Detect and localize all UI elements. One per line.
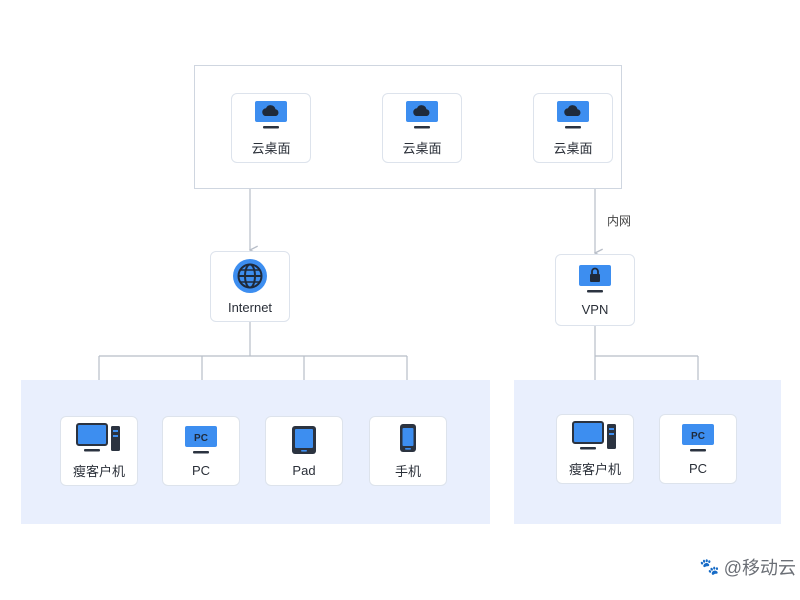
pc-badge-text: PC — [194, 433, 208, 444]
pc-label: PC — [191, 462, 211, 478]
pc-monitor-icon: PC — [682, 423, 714, 451]
cloud-desktop-card[interactable]: 云桌面 — [231, 93, 311, 163]
cloud-desktop-card[interactable]: 云桌面 — [382, 93, 462, 163]
pc-label: PC — [688, 460, 708, 476]
thin-client-icon — [76, 422, 120, 451]
pc-monitor-icon: PC — [185, 425, 217, 453]
phone-icon — [400, 423, 416, 452]
watermark-text: @移动云 — [723, 558, 796, 578]
cloud-desktop-label: 云桌面 — [251, 140, 291, 156]
intranet-link-label: 内网 — [607, 214, 632, 228]
thin-client-icon — [572, 420, 616, 449]
lock-monitor-icon — [579, 264, 611, 292]
globe-icon — [233, 259, 267, 293]
vpn-client-region — [514, 380, 781, 524]
thin-client-label: 瘦客户机 — [72, 463, 125, 479]
internet-label: Internet — [227, 300, 273, 315]
vpn-node[interactable]: VPN — [555, 254, 635, 326]
cloud-monitor-icon — [255, 100, 287, 128]
watermark: 🐾 @移动云 — [700, 554, 796, 580]
paw-logo-icon: 🐾 — [699, 559, 720, 576]
pc-card[interactable]: PC PC — [659, 414, 737, 484]
phone-label: 手机 — [394, 463, 421, 479]
cloud-desktop-card[interactable]: 云桌面 — [533, 93, 613, 163]
cloud-desktop-label: 云桌面 — [553, 140, 593, 156]
vpn-label: VPN — [581, 301, 609, 317]
pc-card[interactable]: PC PC — [162, 416, 240, 486]
cloud-monitor-icon — [406, 100, 438, 128]
cloud-monitor-icon — [557, 100, 589, 128]
pad-label: Pad — [292, 462, 316, 478]
thin-client-label: 瘦客户机 — [568, 461, 621, 477]
pad-card[interactable]: Pad — [265, 416, 343, 486]
cloud-desktop-label: 云桌面 — [402, 140, 442, 156]
phone-card[interactable]: 手机 — [369, 416, 447, 486]
thin-client-card[interactable]: 瘦客户机 — [60, 416, 138, 486]
thin-client-card[interactable]: 瘦客户机 — [556, 414, 634, 484]
tablet-icon — [292, 425, 316, 454]
pc-badge-text: PC — [691, 431, 705, 442]
internet-node[interactable]: Internet — [210, 251, 290, 322]
